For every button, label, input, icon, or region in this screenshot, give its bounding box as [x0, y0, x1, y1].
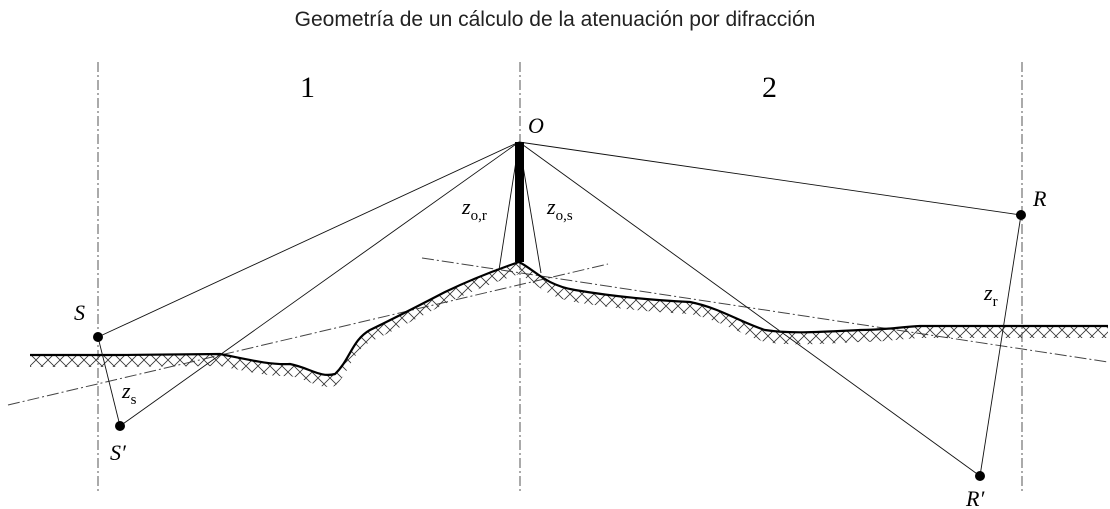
height-line-source [97, 336, 121, 427]
label-S-prime: S′ [110, 440, 127, 465]
label-z-r: zr [983, 280, 998, 310]
label-R: R [1032, 186, 1047, 211]
ray-source-to-edge [97, 141, 520, 338]
ray-source-image-to-edge [119, 141, 520, 427]
label-S: S [74, 300, 85, 325]
source-image-point [115, 421, 125, 431]
ray-edge-to-receiver [518, 141, 1022, 216]
label-z-o-s: zo,s [546, 194, 573, 224]
label-R-prime: R′ [965, 486, 985, 509]
mean-ground-line-left [7, 263, 609, 406]
barrier [515, 142, 524, 262]
ray-edge-to-receiver-image [518, 141, 981, 477]
receiver-image-point [975, 471, 985, 481]
region-label-2: 2 [762, 71, 777, 104]
source-point [93, 332, 103, 342]
ground-profile [30, 260, 1108, 376]
region-label-1: 1 [300, 71, 315, 104]
height-line-receiver [979, 214, 1022, 477]
receiver-point [1016, 210, 1026, 220]
label-z-s: zs [121, 378, 137, 408]
diagram-title: Geometría de un cálculo de la atenuación… [294, 8, 816, 31]
label-O: O [528, 113, 544, 138]
label-z-o-r: zo,r [461, 194, 487, 224]
